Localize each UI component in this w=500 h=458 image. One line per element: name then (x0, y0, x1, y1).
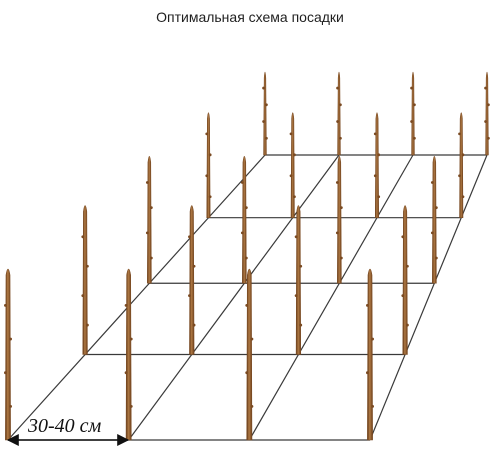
seedling (410, 71, 416, 156)
seedling (484, 71, 490, 156)
seedling (336, 71, 342, 156)
planting-grid (7, 154, 488, 441)
seedling (430, 155, 438, 284)
seedlings (4, 71, 490, 441)
grid-column-line (248, 154, 414, 441)
grid-column-line (369, 154, 488, 441)
seedling (245, 268, 254, 441)
grid-column-line (128, 154, 340, 441)
diagram-title: Оптимальная схема посадки (156, 9, 344, 25)
seedling (373, 112, 381, 218)
spacing-label: 30-40 см (27, 415, 102, 437)
seedling (124, 268, 133, 441)
seedling (401, 205, 409, 355)
seedling (145, 155, 153, 284)
seedling (188, 205, 196, 355)
seedling (262, 71, 268, 156)
seedling (289, 112, 296, 218)
grid-column-line (7, 154, 266, 441)
seedling (81, 205, 89, 355)
seedling (205, 112, 212, 218)
seedling (366, 268, 374, 441)
seedling (4, 268, 13, 441)
seedling (458, 112, 465, 218)
seedling (240, 155, 248, 284)
seedling (335, 155, 343, 284)
spacing-dimension: 30-40 см (6, 415, 130, 446)
seedling (294, 205, 303, 355)
